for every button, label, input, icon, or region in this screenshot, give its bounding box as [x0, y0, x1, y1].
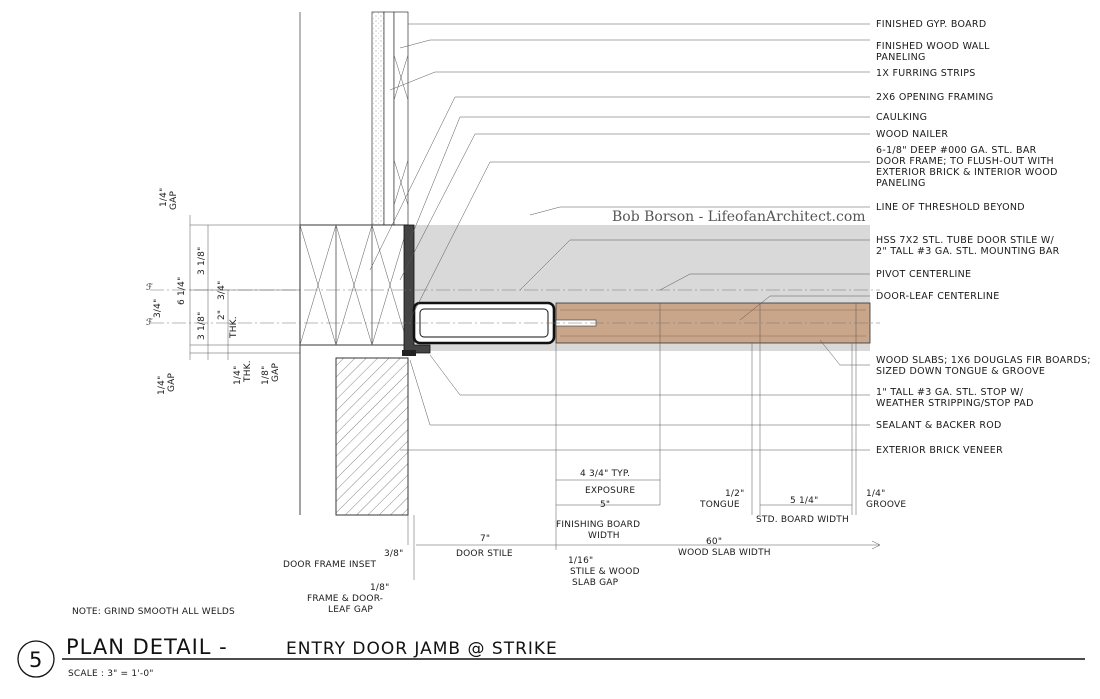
weld-note: NOTE: GRIND SMOOTH ALL WELDS — [72, 607, 235, 617]
left-dimensions — [189, 215, 300, 360]
dim-stile-wood: STILE & WOOD — [570, 567, 640, 577]
callout-frame-4: PANELING — [876, 178, 926, 189]
dim-slab-width: WOOD SLAB WIDTH — [678, 548, 771, 558]
dim-frame-door: FRAME & DOOR- — [307, 594, 383, 604]
brick-veneer — [335, 357, 409, 516]
callout-sealant: SEALANT & BACKER ROD — [876, 420, 1002, 431]
leader-lines — [369, 23, 870, 451]
callout-slabs-2: SIZED DOWN TONGUE & GROOVE — [876, 366, 1045, 377]
watermark: Bob Borson - LifeofanArchitect.com — [612, 209, 866, 225]
callout-frame-1: 6-1/8" DEEP #000 GA. STL. BAR — [876, 145, 1037, 156]
detail-scale: SCALE : 3" = 1'-0" — [68, 669, 154, 679]
callout-stop-2: WEATHER STRIPPING/STOP PAD — [876, 398, 1034, 409]
title-block: 5 PLAN DETAIL - ENTRY DOOR JAMB @ STRIKE… — [17, 635, 1085, 679]
dim-tongue-val: 1/2" — [725, 489, 744, 499]
callout-gyp-board: FINISHED GYP. BOARD — [876, 19, 986, 30]
callout-furring: 1X FURRING STRIPS — [876, 68, 976, 79]
callout-framing: 2X6 OPENING FRAMING — [876, 92, 994, 103]
dim-stile-val: 7" — [480, 534, 490, 544]
dim-3-4-right: 3/4" — [217, 281, 227, 300]
dim-frame-inset: DOOR FRAME INSET — [283, 560, 377, 570]
callout-hss-2: 2" TALL #3 GA. STL. MOUNTING BAR — [876, 246, 1060, 257]
dim-thk: THK. — [229, 316, 239, 339]
dim-slab-val: 60" — [706, 537, 722, 547]
callout-stop-1: 1" TALL #3 GA. STL. STOP W/ — [876, 387, 1024, 398]
pivot-centerline-mark: ℱ — [146, 283, 153, 293]
callout-wood-paneling: FINISHED WOOD WALL — [876, 41, 990, 52]
callout-wood-nailer: WOOD NAILER — [876, 129, 948, 140]
dim-finishing-board: FINISHING BOARD — [556, 520, 640, 530]
detail-number: 5 — [29, 648, 43, 672]
dim-finishing-width: WIDTH — [588, 531, 620, 541]
dim-tongue: TONGUE — [699, 500, 740, 510]
dim-6-1-4: 6 1/4" — [177, 277, 187, 305]
dim-inset-val: 3/8" — [384, 549, 403, 559]
opening-framing — [299, 224, 409, 346]
dim-door-stile: DOOR STILE — [456, 549, 513, 559]
leaf-centerline-mark: ℱ — [146, 318, 153, 328]
detail-subtitle: ENTRY DOOR JAMB @ STRIKE — [286, 639, 558, 659]
callout-hss-1: HSS 7X2 STL. TUBE DOOR STILE W/ — [876, 235, 1055, 246]
upper-wall-assembly — [299, 11, 409, 515]
bottom-dimensions — [407, 343, 881, 580]
callout-frame-3: EXTERIOR BRICK & INTERIOR WOOD — [876, 167, 1058, 178]
callout-threshold: LINE OF THRESHOLD BEYOND — [876, 202, 1025, 213]
callout-brick: EXTERIOR BRICK VENEER — [876, 445, 1003, 456]
dim-3-4-left: 3/4" — [153, 299, 163, 318]
dim-five: 5" — [600, 500, 610, 510]
dim-thk-bottom: THK. — [243, 360, 253, 383]
dim-five-quarter: 5 1/4" — [790, 496, 818, 506]
dim-3-1-8-top: 3 1/8" — [197, 247, 207, 275]
callout-leaf-centerline: DOOR-LEAF CENTERLINE — [876, 291, 1000, 302]
detail-number-circle — [17, 640, 55, 678]
dim-quarter-thk: 1/4" — [233, 366, 243, 385]
callout-caulking: CAULKING — [876, 112, 927, 123]
dim-leaf-val: 1/8" — [370, 583, 389, 593]
detail-title: PLAN DETAIL - — [66, 635, 228, 659]
dim-quarter-gap-top: 1/4" — [159, 188, 169, 207]
dim-gap-bottom: GAP — [167, 372, 177, 392]
dim-exposure: EXPOSURE — [585, 486, 635, 496]
callout-pivot: PIVOT CENTERLINE — [876, 269, 971, 280]
dim-groove: GROOVE — [866, 500, 906, 510]
dim-gap-val: 1/16" — [568, 556, 593, 566]
door-stop — [402, 350, 416, 356]
dim-typ: 4 3/4" TYP. — [580, 469, 630, 479]
dim-gap-top: GAP — [169, 190, 179, 210]
dim-std-board: STD. BOARD WIDTH — [756, 515, 849, 525]
dim-leaf-gap: LEAF GAP — [328, 605, 373, 615]
dim-3-1-8-bottom: 3 1/8" — [197, 312, 207, 340]
dim-slab-gap: SLAB GAP — [572, 578, 619, 588]
dim-2-thk: 2" — [217, 310, 227, 320]
dim-groove-val: 1/4" — [866, 489, 885, 499]
dim-eighth-gap: 1/8" — [261, 366, 271, 385]
callout-slabs-1: WOOD SLABS; 1X6 DOUGLAS FIR BOARDS; — [876, 355, 1091, 366]
dim-quarter-gap-bottom: 1/4" — [157, 376, 167, 395]
callout-wood-paneling-2: PANELING — [876, 52, 926, 63]
dim-gap-eighth: GAP — [271, 362, 281, 382]
callout-frame-2: DOOR FRAME; TO FLUSH-OUT WITH — [876, 156, 1054, 167]
